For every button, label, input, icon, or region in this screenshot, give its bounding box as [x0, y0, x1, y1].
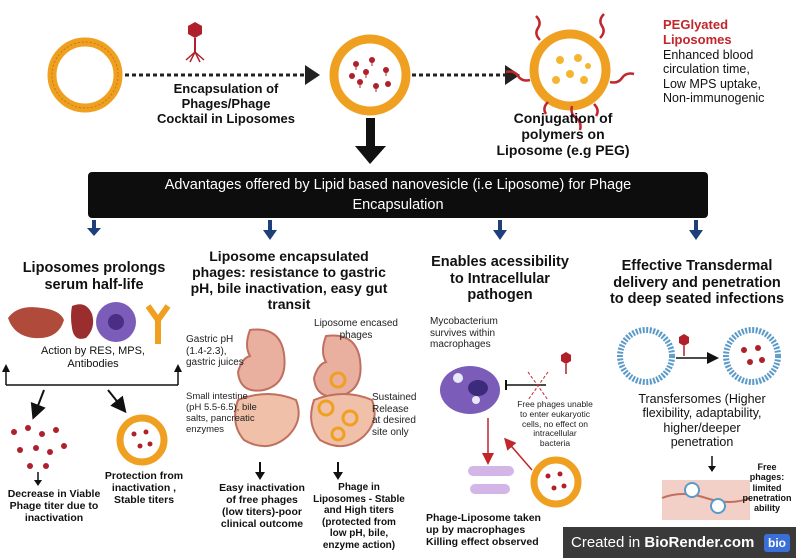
loaded-transfersome-icon [723, 327, 781, 385]
phage-liposome-icon [329, 34, 411, 116]
transfersome-icon [617, 327, 675, 385]
col2-down-arrows [255, 462, 343, 480]
dotted-arrow-2 [412, 65, 520, 85]
biorender-badge-icon: bio [764, 533, 790, 552]
conjugation-label: Conjugation of polymers on Liposome (e.g… [496, 110, 630, 159]
watermark-prefix: Created in [571, 534, 645, 551]
macrophage-icon [440, 366, 500, 414]
empty-liposome-icon [47, 37, 123, 113]
col4-free-phages-label: Free phages: limited penetration ability [742, 462, 792, 514]
col1-bracket [2, 364, 182, 420]
biorender-watermark[interactable]: Created in BioRender.com bio [563, 527, 796, 558]
col4-transfersomes-label: Transfersomes (Higher flexibility, adapt… [638, 392, 766, 450]
protected-liposome-icon [116, 414, 168, 466]
phage-icon [185, 22, 205, 63]
banner-text: Advantages offered by Lipid based nanove… [164, 177, 632, 213]
col2-easy-label: Easy inactivation of free phages (low ti… [219, 482, 305, 531]
col3-heading: Enables acessibility to Intracellular pa… [431, 254, 569, 304]
col4-heading: Effective Transdermal delivery and penet… [609, 258, 785, 308]
advantages-banner: Advantages offered by Lipid based nanove… [88, 172, 708, 218]
small-down-arrow-col1 [34, 472, 42, 486]
col1-heading: Liposomes prolongs serum half-life [22, 260, 166, 293]
col3-myco-label: Mycobacterium survives within macrophage… [430, 316, 498, 350]
column-arrows [87, 220, 703, 240]
main-down-arrow [355, 118, 386, 164]
peg-description: Enhanced blood circulation time, Low MPS… [663, 48, 765, 106]
peg-title: PEGlyated Liposomes [663, 17, 732, 47]
peg-liposome-icon [505, 13, 635, 131]
gut-liposomes-icon [317, 371, 359, 442]
col4-down-arrow [708, 456, 716, 472]
col2-sustained-label: Sustained Release at desired site only [372, 392, 417, 438]
dotted-arrow-1 [125, 65, 320, 85]
organ-icons [8, 302, 171, 344]
col2-encased-label: Liposome encased phages [314, 318, 398, 341]
watermark-brand: BioRender.com [644, 534, 755, 551]
skin-layers-icon [661, 480, 751, 520]
col2-phage-liposome-label: Phage in Liposomes - Stable and High tit… [313, 482, 405, 551]
col3-arrows [482, 371, 549, 471]
encapsulation-label: Encapsulation of Phages/Phage Cocktail i… [157, 81, 295, 126]
col3-free-phages-label: Free phages unable to enter eukaryotic c… [517, 399, 593, 449]
col4-phage-icon [679, 334, 689, 356]
bacteria-icon [468, 466, 514, 494]
col1-protection-label: Protection from inactivation , Stable ti… [104, 470, 184, 507]
free-phage-col3-icon [561, 352, 571, 374]
col2-heading: Liposome encapsulated phages: resistance… [190, 248, 388, 313]
col2-gastric-label: Gastric pH (1.4-2.3), gastric juices [186, 334, 244, 368]
col3-liposome-icon [530, 456, 582, 508]
col2-intestine-label: Small intestine (pH 5.5-6.5), bile salts… [186, 391, 257, 435]
col1-decrease-label: Decrease in Viable Phage titer due to in… [7, 488, 101, 525]
col1-action-label: Action by RES, MPS, Antibodies [41, 345, 145, 370]
col3-taken-label: Phage-Liposome taken up by macrophages K… [426, 512, 541, 549]
free-phages-icon [11, 425, 67, 469]
